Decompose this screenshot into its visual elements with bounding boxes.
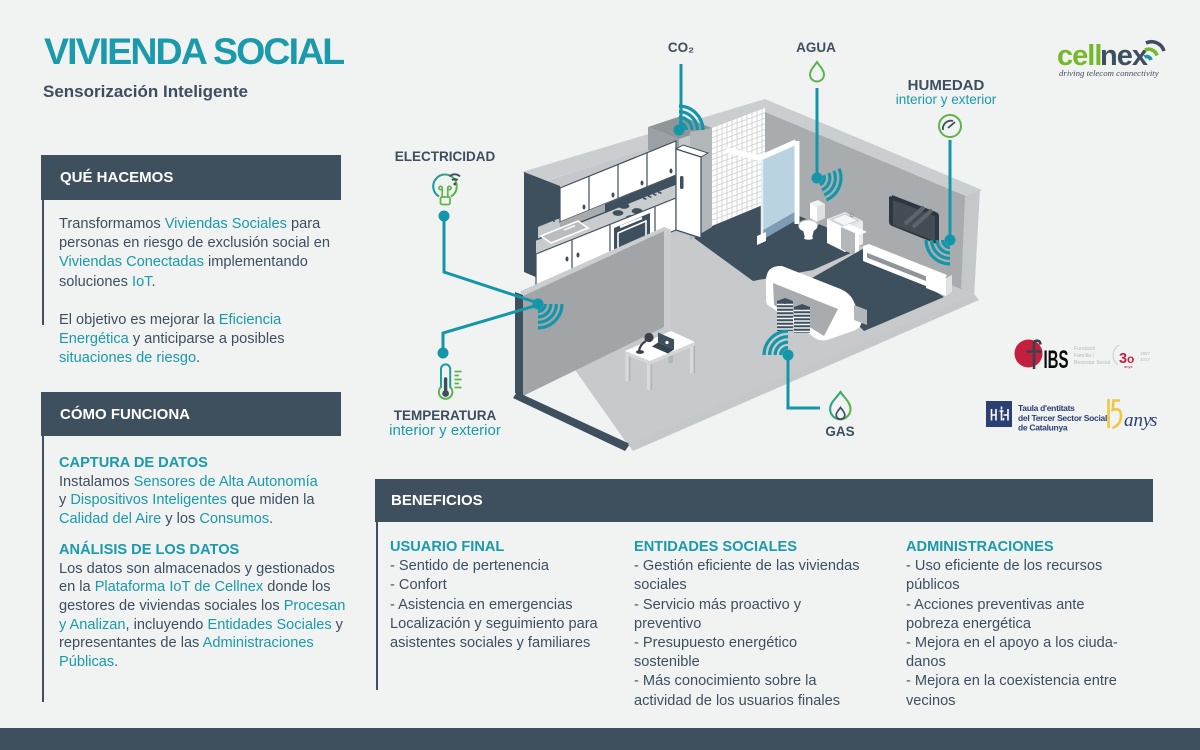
svg-text:2017: 2017: [1140, 357, 1151, 362]
svg-text:3: 3: [1119, 351, 1127, 367]
svg-text:any: any: [1124, 410, 1152, 431]
svg-text:s: s: [1150, 410, 1157, 431]
svg-text:Benestar Social: Benestar Social: [1074, 360, 1110, 366]
svg-text:driving telecom connectivity: driving telecom connectivity: [1059, 68, 1159, 78]
svg-text:Taula d'entitats: Taula d'entitats: [1018, 403, 1075, 413]
svg-text:o: o: [1127, 352, 1134, 366]
svg-text:Família i: Família i: [1074, 353, 1094, 359]
svg-text:de Catalunya: de Catalunya: [1018, 423, 1068, 433]
svg-text:nex: nex: [1100, 40, 1148, 72]
svg-text:IBS: IBS: [1044, 346, 1069, 374]
svg-text:Fundació: Fundació: [1074, 346, 1095, 352]
svg-text:anys: anys: [1124, 364, 1132, 369]
svg-text:del Tercer Sector Social: del Tercer Sector Social: [1018, 413, 1107, 423]
svg-text:cell: cell: [1057, 40, 1101, 72]
svg-text:1987: 1987: [1140, 351, 1151, 356]
